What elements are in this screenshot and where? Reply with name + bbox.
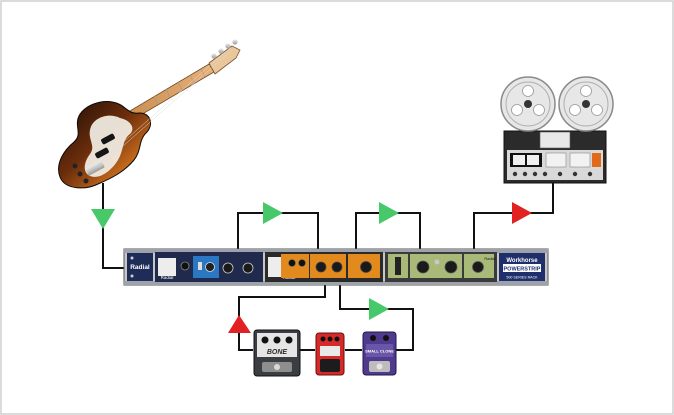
signal-arrow-green-right	[369, 298, 389, 320]
rack-brand-left: Radial	[130, 264, 150, 271]
module-3-knob	[472, 261, 484, 273]
reel-to-reel-recorder-icon	[500, 76, 614, 184]
wire-insert-send	[238, 283, 326, 351]
module-2-knob	[315, 261, 327, 273]
rack-brand-subline: 500 SERIES RACK	[506, 276, 538, 280]
pedal-1-label: BONE	[267, 349, 288, 356]
module-1-knob	[205, 262, 215, 272]
signal-arrow-red-up	[228, 315, 251, 333]
signal-arrow-green-down	[91, 209, 115, 229]
effects-pedal-icon: SMALL CLONE	[362, 331, 397, 376]
wire-insert-return	[339, 283, 414, 351]
signal-arrow-green-right	[263, 202, 283, 224]
module-3-knob	[444, 260, 458, 274]
module-2-jack	[288, 259, 296, 267]
module-3-brand: Radial	[484, 256, 495, 261]
pedal-3-label: SMALL CLONE	[365, 349, 394, 354]
module-1-knob	[222, 262, 234, 274]
module-2-knob	[331, 261, 343, 273]
bass-guitar-icon	[58, 39, 241, 189]
module-2-knob	[360, 261, 372, 273]
rack-unit-icon: Radial Radial Radial Radial	[123, 248, 549, 286]
module-1-knob	[242, 262, 254, 274]
module-1-jack	[180, 261, 190, 271]
module-2-jack	[298, 259, 306, 267]
signal-arrow-red-right	[512, 202, 532, 224]
module-1-brand: Radial	[161, 275, 174, 280]
module-3-knob	[416, 260, 430, 274]
signal-arrow-green-right	[379, 202, 399, 224]
effects-pedal-icon	[315, 332, 345, 376]
effects-pedal-icon: BONE	[253, 329, 301, 377]
rack-brand-workhorse: Workhorse	[506, 258, 538, 264]
rack-brand-powerstrip: POWERSTRIP	[504, 267, 541, 273]
